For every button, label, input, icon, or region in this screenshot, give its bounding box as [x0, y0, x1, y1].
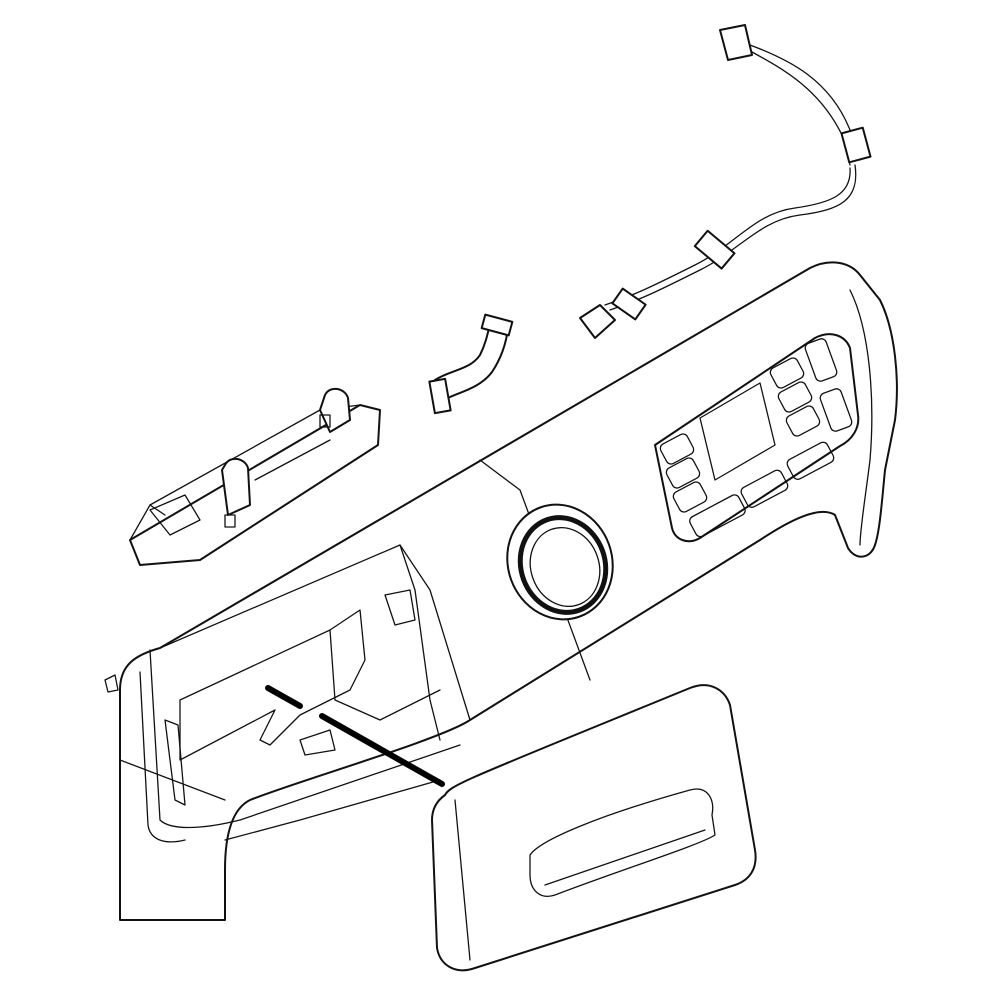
display-control-board — [654, 333, 860, 543]
wire-harness — [579, 24, 872, 339]
assembly-lines — [265, 685, 445, 787]
dispenser-drawer-handle — [431, 684, 757, 972]
ribbon-cable — [428, 313, 514, 415]
selector-knob — [506, 503, 614, 621]
door-lock-bracket — [129, 387, 381, 566]
